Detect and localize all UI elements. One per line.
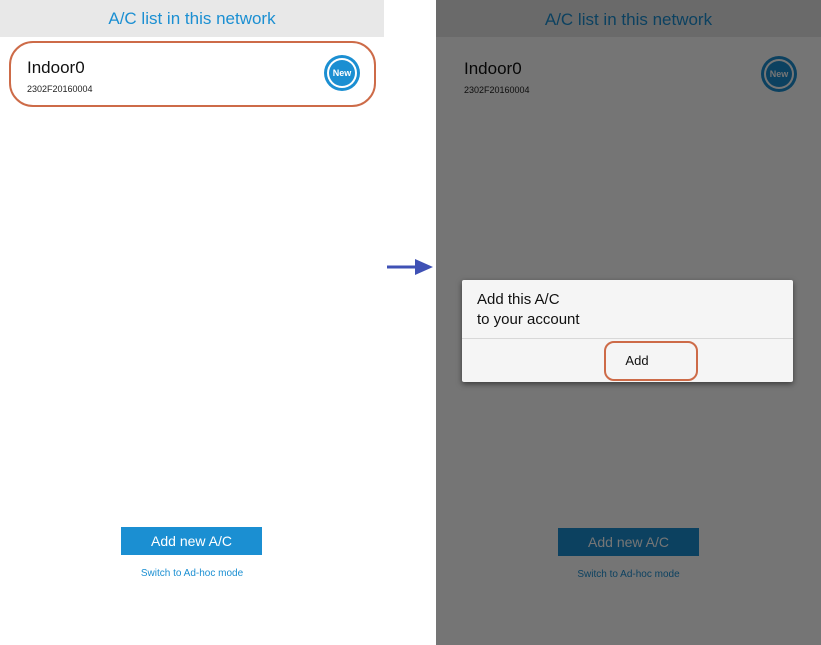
dialog-title-line1: Add this A/C xyxy=(477,291,560,308)
page-title: A/C list in this network xyxy=(0,0,384,37)
screen-ac-list-with-dialog: A/C list in this network Indoor0 2302F20… xyxy=(436,0,821,645)
switch-adhoc-link[interactable]: Switch to Ad-hoc mode xyxy=(140,568,244,579)
dialog-title-line2: to your account xyxy=(477,311,580,328)
dialog-add-button[interactable]: Add xyxy=(625,353,649,368)
add-ac-dialog: Add this A/C to your account Add xyxy=(462,280,793,382)
screen-ac-list: A/C list in this network Indoor0 2302F20… xyxy=(0,0,384,645)
ac-serial: 2302F20160004 xyxy=(27,84,93,94)
highlight-annotation xyxy=(9,41,376,107)
highlight-annotation xyxy=(604,341,698,381)
dialog-title: Add this A/C to your account xyxy=(477,290,580,330)
arrow-right-icon xyxy=(387,259,433,275)
ac-name: Indoor0 xyxy=(27,58,85,77)
dialog-divider xyxy=(462,338,793,339)
add-new-ac-button[interactable]: Add new A/C xyxy=(121,527,262,555)
